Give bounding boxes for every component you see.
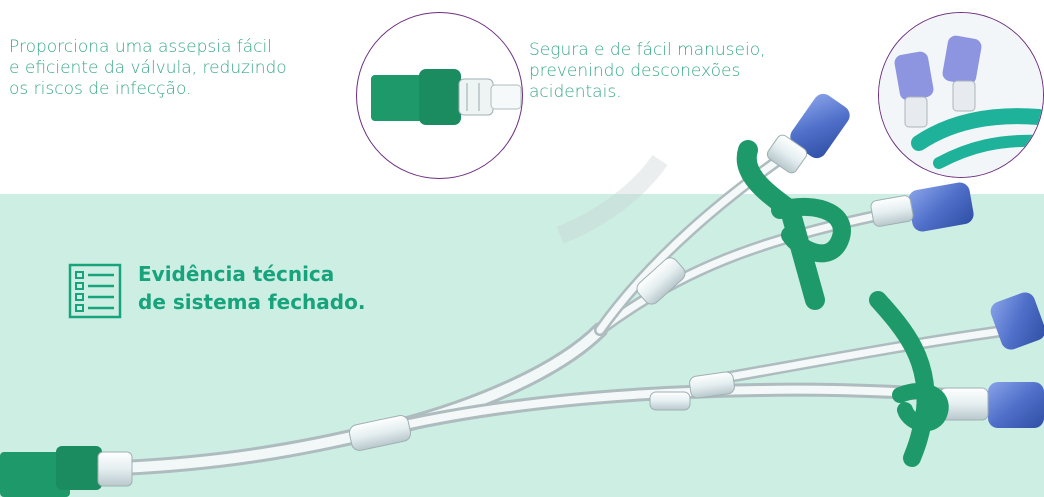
evidence-heading-line: Evidência técnica: [138, 262, 335, 286]
feature-text-assepsia: Proporciona uma assepsia fácil e eficien…: [9, 37, 287, 100]
clamp-closeup-icon: [879, 13, 1043, 177]
valve-closeup-icon: [371, 69, 522, 125]
valve-closeup-thumbnail: [356, 12, 523, 179]
feature-text-manuseio: Segura e de fácil manuseio, prevenindo d…: [529, 40, 766, 103]
feature-text-line: e eficiente da válvula, reduzindo: [9, 58, 287, 78]
clamp-closeup-thumbnail: [878, 12, 1044, 178]
checklist-document-icon: [68, 263, 122, 319]
feature-text-line: acidentais.: [529, 82, 622, 102]
feature-text-line: Segura e de fácil manuseio,: [529, 40, 766, 60]
evidence-heading: Evidência técnica de sistema fechado.: [138, 260, 365, 316]
feature-text-line: prevenindo desconexões: [529, 61, 741, 81]
evidence-heading-line: de sistema fechado.: [138, 290, 366, 314]
feature-text-line: Proporciona uma assepsia fácil: [9, 37, 272, 57]
mint-background-band: [0, 194, 1044, 497]
feature-text-line: os riscos de infecção.: [9, 79, 192, 99]
